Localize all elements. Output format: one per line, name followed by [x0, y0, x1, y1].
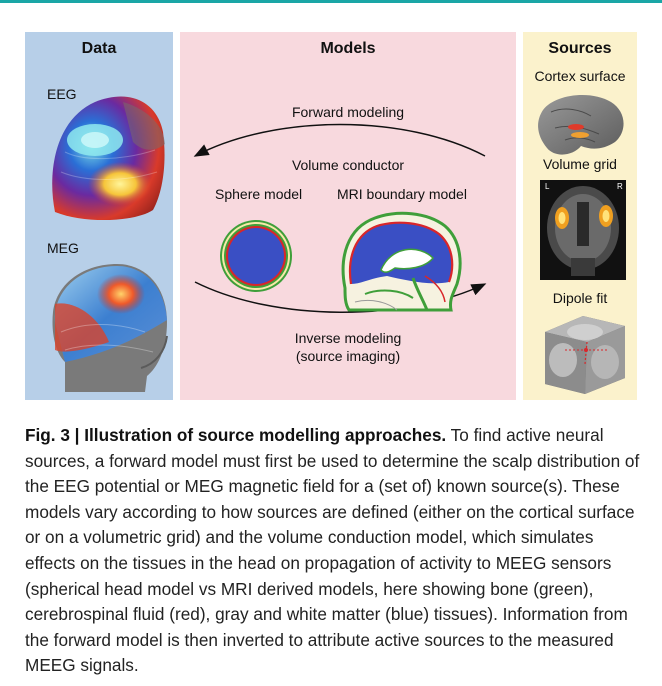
figure-3: Data Models Sources: [25, 32, 637, 400]
volume-grid-image: [540, 180, 626, 280]
models-panel-title: Models: [320, 40, 376, 57]
mri-boundary-model-image: [341, 211, 462, 312]
eeg-head-image: [52, 96, 165, 221]
forward-modeling-label: Forward modeling: [291, 104, 405, 120]
caption-text: To find active neural sources, a forward…: [25, 425, 640, 676]
figure-illustrations: [52, 95, 626, 394]
source-imaging-label: (source imaging): [295, 348, 401, 364]
mri-boundary-model-label: MRI boundary model: [337, 186, 467, 202]
right-marker: R: [617, 182, 623, 191]
sphere-model-image: [220, 220, 292, 292]
models-panel: Models: [180, 32, 516, 400]
dipole-fit-label: Dipole fit: [552, 290, 608, 306]
meg-label: MEG: [47, 240, 79, 256]
data-panel-title: Data: [81, 40, 117, 57]
dipole-fit-image: [545, 316, 625, 394]
inverse-modeling-label: Inverse modeling: [294, 330, 402, 346]
left-marker: L: [545, 182, 550, 191]
sources-panel-title: Sources: [548, 40, 612, 57]
figure-caption: Fig. 3 | Illustration of source modellin…: [25, 423, 640, 679]
caption-label: Fig. 3 | Illustration of source modellin…: [25, 425, 447, 445]
cortex-surface-image: [538, 95, 624, 155]
eeg-label: EEG: [47, 86, 77, 102]
forward-arrow: [193, 123, 486, 157]
sphere-model-label: Sphere model: [215, 186, 303, 202]
volume-conductor-label: Volume conductor: [291, 157, 405, 173]
meg-head-image: [52, 264, 168, 392]
header-rule: [0, 0, 662, 3]
cortex-surface-label: Cortex surface: [534, 68, 626, 84]
volume-grid-label: Volume grid: [543, 156, 617, 172]
